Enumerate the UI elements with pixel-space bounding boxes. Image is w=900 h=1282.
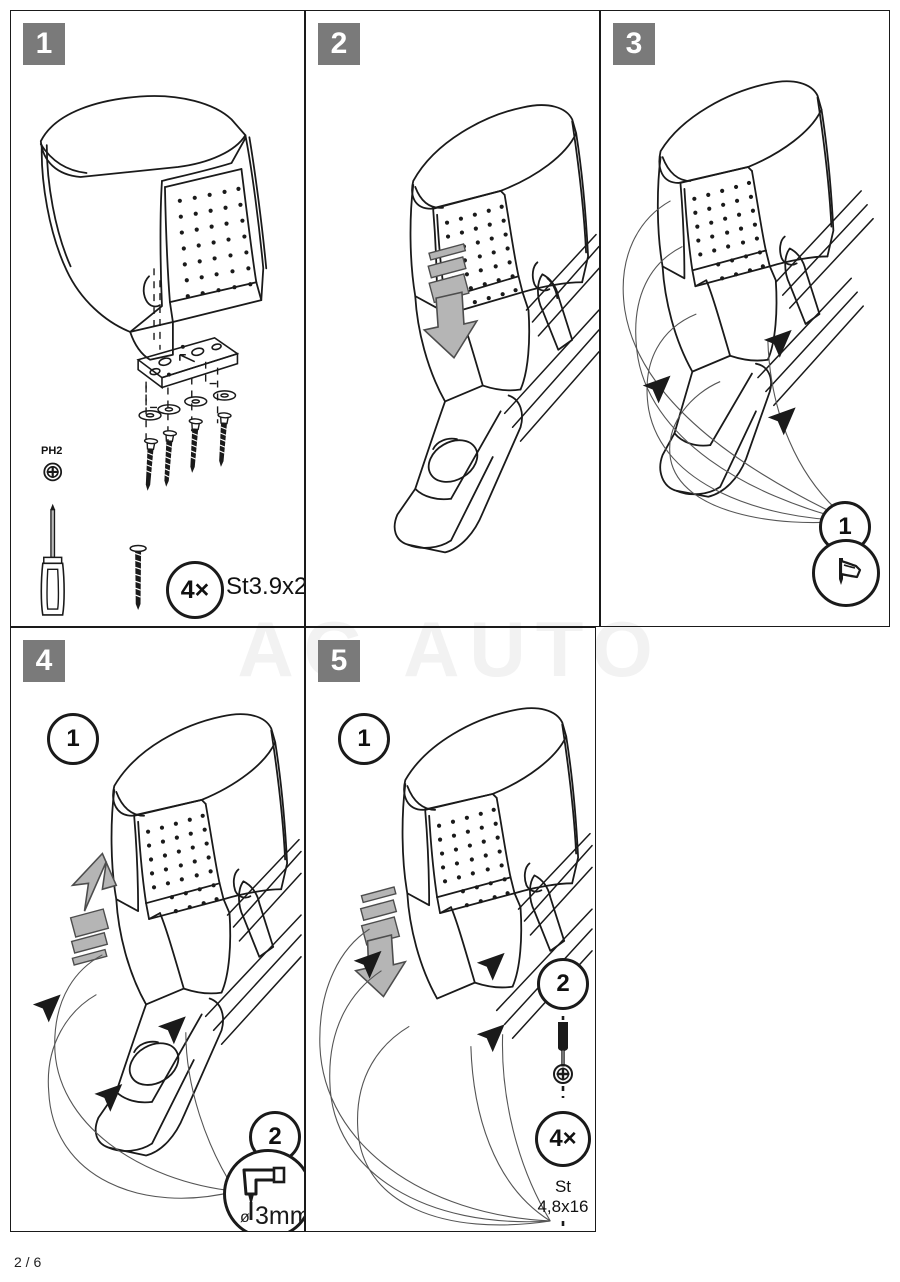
marker-pen-callout bbox=[812, 539, 880, 607]
screwdriver-icon bbox=[40, 503, 65, 616]
screw-sample-icon bbox=[129, 544, 147, 611]
marking-leader-lines bbox=[622, 200, 850, 524]
screwdriver-and-head-icons bbox=[553, 1016, 573, 1098]
screw-spec-label: St 4,8x16 bbox=[537, 1177, 589, 1216]
drill-callout: ø 3mm bbox=[223, 1149, 305, 1231]
marking-leader-lines bbox=[319, 928, 551, 1226]
hardware-column: 2 4× St 4,8x16 bbox=[528, 958, 595, 1231]
panel-4-badge: 4 bbox=[23, 640, 65, 682]
pointer-arrowheads bbox=[353, 950, 505, 1053]
quantity-badge-4x: 4× bbox=[535, 1111, 591, 1167]
screw-group-exploded bbox=[143, 412, 232, 491]
panel-1-artwork bbox=[39, 95, 268, 616]
perforation-pattern bbox=[177, 186, 253, 299]
panel-2-badge: 2 bbox=[318, 23, 360, 65]
pointer-arrowheads bbox=[32, 994, 186, 1112]
panel-3-badge: 3 bbox=[613, 23, 655, 65]
panel-6-empty bbox=[596, 627, 890, 1232]
panel-2-artwork bbox=[393, 104, 599, 554]
panel-5: 5 1 2 4× bbox=[305, 627, 596, 1232]
panel-5-artwork bbox=[319, 707, 593, 1226]
slide-arrow-down bbox=[354, 886, 408, 998]
slide-arrow-down bbox=[422, 243, 479, 359]
washer-group bbox=[138, 390, 237, 421]
panel-3-artwork bbox=[622, 80, 874, 524]
panel-4: 4 1 2 ø 3mm bbox=[10, 627, 305, 1232]
drill-size-label: 3mm bbox=[255, 1202, 305, 1230]
panel-5-badge: 5 bbox=[318, 640, 360, 682]
pointer-arrowheads bbox=[642, 329, 796, 436]
panel-1: 1 PH2 4× St3.9x25 bbox=[10, 10, 305, 627]
drill-icon: ø 3mm bbox=[240, 1166, 305, 1230]
screw-icon bbox=[561, 1221, 565, 1231]
quantity-badge-4x: 4× bbox=[166, 561, 224, 619]
phillips-head-icon bbox=[43, 462, 63, 482]
marking-leader-lines bbox=[47, 954, 236, 1199]
panel-2: 2 bbox=[305, 10, 600, 627]
marker-pen-icon bbox=[839, 558, 862, 585]
step-ref-circle-2: 2 bbox=[537, 958, 589, 1010]
screw-spec-label: St3.9x25 bbox=[226, 573, 304, 600]
step-ref-circle-1: 1 bbox=[47, 713, 99, 765]
panel-4-artwork bbox=[32, 713, 302, 1199]
mounting-plate bbox=[136, 337, 240, 390]
slide-arrow-up bbox=[69, 852, 118, 966]
panel-1-badge: 1 bbox=[23, 23, 65, 65]
panel-3: 3 1 bbox=[600, 10, 890, 627]
svg-text:ø: ø bbox=[240, 1209, 250, 1226]
step-ref-circle-1: 1 bbox=[338, 713, 390, 765]
phillips-head-icon bbox=[553, 1064, 573, 1084]
watermark: AG AUTO bbox=[237, 604, 663, 693]
page-number: 2 / 6 bbox=[14, 1254, 42, 1270]
ph2-label: PH2 bbox=[41, 445, 63, 457]
